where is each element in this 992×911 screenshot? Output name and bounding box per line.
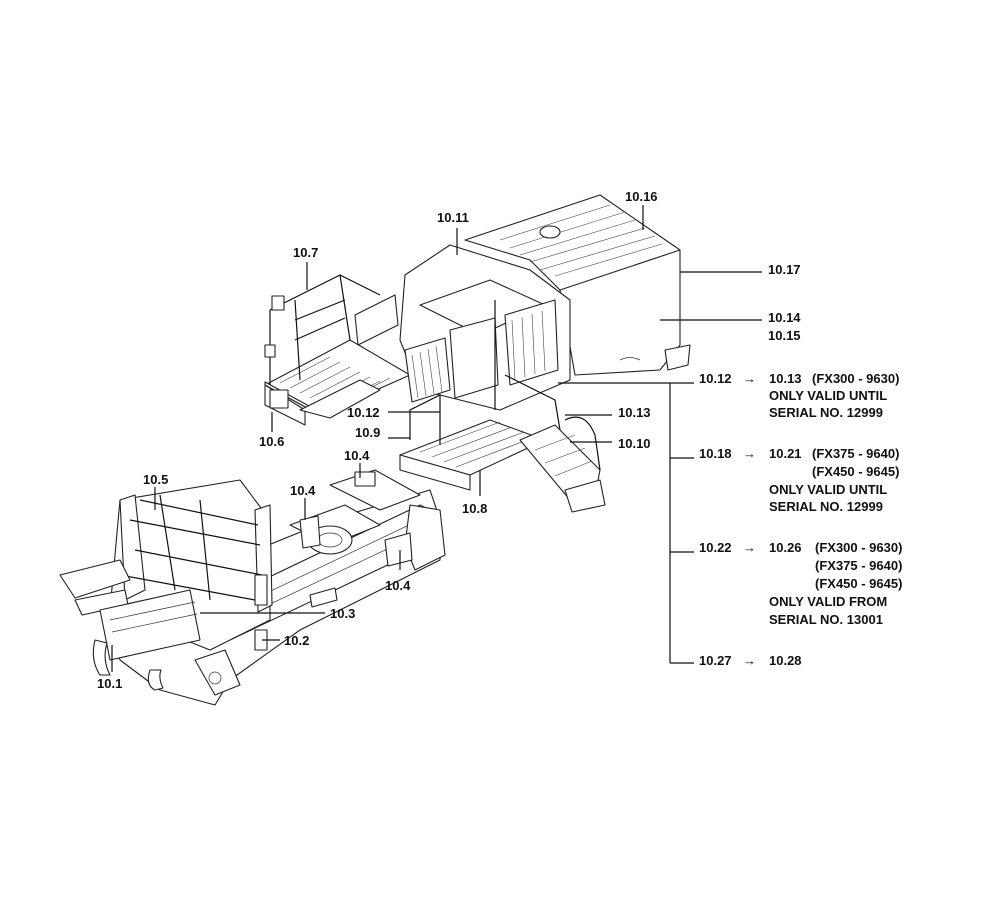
cross-reference-legend: 10.12 → 10.13 (FX300 - 9630) ONLY VALID … [699, 371, 902, 668]
arrow-right-icon: → [743, 540, 756, 555]
left-platform-drawing [264, 274, 411, 426]
legend-from: 10.27 [699, 653, 732, 668]
cab-drawing [399, 194, 691, 513]
legend-to: 10.21 [769, 446, 802, 461]
legend-entry-4: 10.27 → 10.28 [699, 653, 802, 668]
callout-10-13: 10.13 [618, 405, 651, 420]
arrow-right-icon: → [743, 653, 756, 668]
legend-to: 10.13 [769, 371, 802, 386]
legend-to: 10.28 [769, 653, 802, 668]
legend-note: (FX300 - 9630) [815, 540, 902, 555]
callout-10-16: 10.16 [625, 189, 658, 204]
legend-note: SERIAL NO. 12999 [769, 499, 883, 514]
legend-from: 10.12 [699, 371, 732, 386]
callout-10-1: 10.1 [97, 676, 122, 691]
legend-to: 10.26 [769, 540, 802, 555]
callout-10-11: 10.11 [437, 210, 469, 225]
callout-10-14: 10.14 [768, 310, 801, 325]
legend-entry-2: 10.18 → 10.21 (FX375 - 9640) (FX450 - 96… [699, 446, 899, 514]
callout-10-7: 10.7 [293, 245, 318, 260]
legend-note: SERIAL NO. 13001 [769, 612, 883, 627]
arrow-right-icon: → [743, 371, 756, 386]
callout-10-12: 10.12 [347, 405, 380, 420]
legend-note: SERIAL NO. 12999 [769, 405, 883, 420]
callout-10-17: 10.17 [768, 262, 801, 277]
callout-10-10: 10.10 [618, 436, 651, 451]
leader-lines [111, 205, 762, 672]
front-frame-drawing [59, 469, 446, 706]
callout-10-4-middle: 10.4 [290, 483, 316, 498]
legend-note: (FX375 - 9640) [812, 446, 899, 461]
callout-10-8: 10.8 [462, 501, 487, 516]
callout-10-9: 10.9 [355, 425, 380, 440]
callout-10-5: 10.5 [143, 472, 168, 487]
legend-entry-3: 10.22 → 10.26 (FX300 - 9630) (FX375 - 96… [699, 540, 902, 627]
legend-entry-1: 10.12 → 10.13 (FX300 - 9630) ONLY VALID … [699, 371, 899, 420]
callout-10-3: 10.3 [330, 606, 355, 621]
callout-10-2: 10.2 [284, 633, 309, 648]
legend-note: ONLY VALID UNTIL [769, 482, 887, 497]
callout-10-15: 10.15 [768, 328, 801, 343]
legend-note: (FX300 - 9630) [812, 371, 899, 386]
callout-10-6: 10.6 [259, 434, 284, 449]
arrow-right-icon: → [743, 446, 756, 461]
legend-from: 10.18 [699, 446, 732, 461]
legend-note: (FX375 - 9640) [815, 558, 902, 573]
callout-10-4-bottom: 10.4 [385, 578, 411, 593]
callout-10-4-top: 10.4 [344, 448, 370, 463]
legend-note: (FX450 - 9645) [815, 576, 902, 591]
legend-note: ONLY VALID UNTIL [769, 388, 887, 403]
legend-note: (FX450 - 9645) [812, 464, 899, 479]
legend-from: 10.22 [699, 540, 732, 555]
legend-note: ONLY VALID FROM [769, 594, 887, 609]
callout-labels: 10.16 10.11 10.7 10.17 10.14 10.15 10.12… [97, 189, 801, 691]
